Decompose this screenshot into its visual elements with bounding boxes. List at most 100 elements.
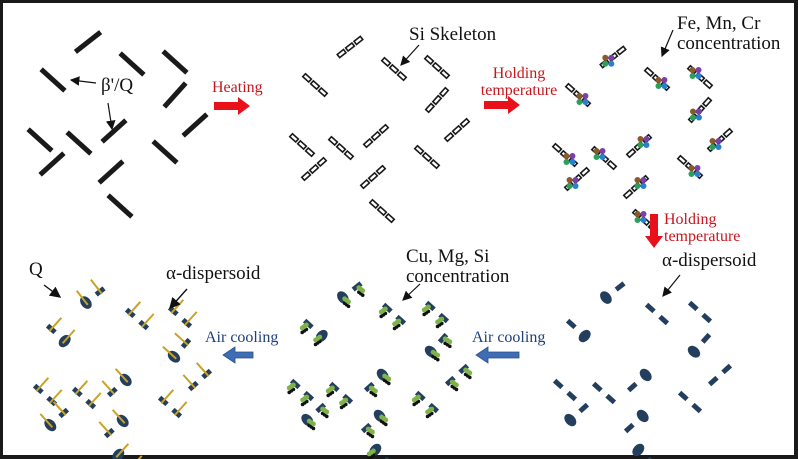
solute-dot xyxy=(608,54,615,61)
cu-mg-si-dot-dark xyxy=(373,393,378,398)
q-callout-arrow xyxy=(43,284,62,298)
q-phase-lath xyxy=(140,313,155,328)
si-skeleton-fragment xyxy=(443,131,455,143)
beta-q-rod xyxy=(39,67,67,93)
beta-q-label: β'/Q xyxy=(101,75,134,96)
solute-dot xyxy=(715,144,722,151)
cu-mg-si-dot-dark xyxy=(326,393,330,398)
cu-mg-si-dot-dark xyxy=(300,402,305,407)
cu-mg-si-dot-dark xyxy=(300,330,304,335)
solute-dot xyxy=(582,93,589,100)
cu-mg-si-dot-dark xyxy=(325,414,329,419)
cu-mg-si-dot xyxy=(300,397,305,403)
solute-dot xyxy=(637,141,644,148)
q-phase-lath xyxy=(39,413,54,428)
holding-temperature-line2: temperature xyxy=(480,81,558,99)
si-skeleton-fragment xyxy=(431,61,443,73)
fe-mn-cr-skeleton-fragment xyxy=(622,188,634,200)
cu-mg-si-line2: concentration xyxy=(406,265,510,287)
q-phase-lath xyxy=(48,317,63,332)
beta-q-rod xyxy=(65,130,93,156)
solute-dot xyxy=(689,108,696,115)
solute-dot xyxy=(688,165,695,172)
cu-mg-si-dot-dark xyxy=(384,422,388,427)
cu-mg-si-dot xyxy=(324,409,330,415)
cu-mg-si-dot-dark xyxy=(468,375,472,380)
solute-dot xyxy=(569,159,576,166)
si-skeleton-fragment xyxy=(335,142,347,154)
alpha-dispersoid-rod xyxy=(591,381,603,393)
alpha-dispersoid-rod xyxy=(552,378,564,390)
cu-mg-si-dot xyxy=(447,339,453,345)
solute-dot xyxy=(602,54,609,61)
si-skeleton-fragment xyxy=(304,146,316,158)
cu-mg-si-dot xyxy=(467,370,473,376)
si-skeleton-fragment xyxy=(423,54,435,66)
solute-dot xyxy=(655,77,662,84)
cu-mg-si-dot-dark xyxy=(435,357,440,362)
cu-mg-si-dot-dark xyxy=(448,344,452,349)
panel-final-q-and-dispersoid xyxy=(32,279,213,459)
solute-dot xyxy=(689,66,696,73)
si-skeleton-fragment xyxy=(421,151,433,163)
beta-q-rod xyxy=(100,118,128,144)
air-cooling-label-left: Air cooling xyxy=(205,329,279,346)
holding-temperature-line1: Holding xyxy=(492,65,546,82)
si-skeleton-fragment xyxy=(362,137,374,149)
si-skeleton-fragment xyxy=(396,70,408,82)
solute-dot xyxy=(572,183,579,190)
panel-cu-mg-si-concentration xyxy=(286,281,473,459)
alpha-dispersoid-rod xyxy=(691,402,703,414)
si-skeleton-fragment xyxy=(308,163,320,175)
solute-dot xyxy=(689,72,696,79)
cu-mg-si-dot xyxy=(435,319,440,325)
q-phase-lath xyxy=(114,368,129,383)
beta-q-rod xyxy=(151,139,179,165)
beta-q-rod xyxy=(106,193,134,219)
cu-mg-si-dot xyxy=(339,400,344,406)
q-label: Q xyxy=(29,259,43,280)
solute-dot xyxy=(695,114,702,121)
solute-dot xyxy=(599,147,606,154)
fe-mn-cr-skeleton-fragment xyxy=(564,82,576,94)
cu-mg-si-dot xyxy=(392,321,397,327)
si-skeleton-fragment xyxy=(429,158,441,170)
beta-q-rod xyxy=(161,49,189,75)
solute-dot xyxy=(576,93,583,100)
fe-mn-cr-skeleton-fragment xyxy=(701,96,713,108)
q-phase-lath xyxy=(174,332,189,347)
cu-mg-si-dot-dark xyxy=(425,414,430,419)
solute-dot xyxy=(695,72,702,79)
solute-dot xyxy=(709,138,716,145)
si-skeleton-fragment xyxy=(309,79,321,91)
panel-alpha-dispersoid xyxy=(552,281,733,459)
cu-mg-si-dot-dark xyxy=(392,326,397,331)
cu-mg-si-dot xyxy=(378,309,384,315)
solute-dot xyxy=(643,135,650,142)
dispersoid-callout-arrow xyxy=(662,274,681,297)
solute-dot xyxy=(582,99,589,106)
solute-dot xyxy=(634,210,641,217)
si-skeleton-fragment xyxy=(424,102,436,114)
cu-mg-si-dot xyxy=(454,382,459,388)
solute-dot xyxy=(661,83,668,90)
alpha-dispersoid-rod xyxy=(605,393,617,405)
cu-mg-si-dot xyxy=(421,307,427,313)
solute-dot xyxy=(655,83,662,90)
alpha-dispersoid-rod xyxy=(565,318,577,330)
panel-si-skeleton xyxy=(288,35,471,224)
cu-mg-si-dot-dark xyxy=(387,381,391,386)
si-skeleton-fragment xyxy=(301,72,313,84)
fe-mn-cr-skeleton-fragment xyxy=(579,166,591,178)
cu-mg-si-dot xyxy=(286,385,292,391)
alpha-dispersoid-ellipse xyxy=(600,291,612,304)
solute-dot xyxy=(643,141,650,148)
alpha-dispersoid-rod xyxy=(566,390,578,402)
beta-q-rod xyxy=(162,81,188,109)
q-phase-lath xyxy=(182,374,197,389)
si-skeleton-fragment xyxy=(378,123,390,135)
solute-dot xyxy=(640,216,647,223)
fe-mn-cr-skeleton-fragment xyxy=(702,78,714,90)
beta-q-rod xyxy=(38,151,66,177)
beta-q-callout-arrow-2 xyxy=(105,102,116,131)
